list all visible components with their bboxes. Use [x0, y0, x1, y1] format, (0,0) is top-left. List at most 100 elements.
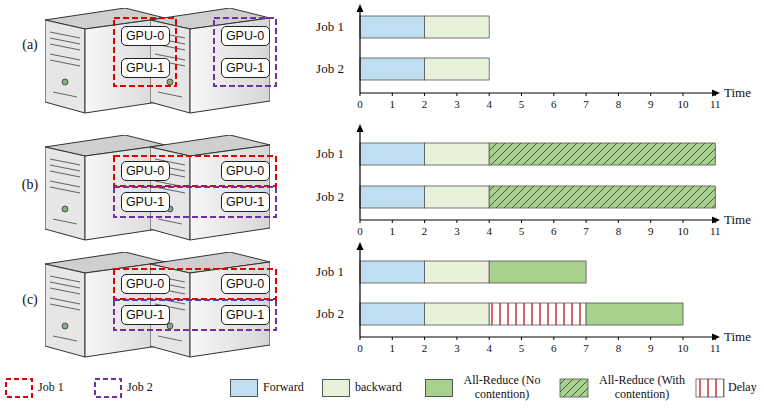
gantt-charts: [357, 4, 721, 341]
axis-tick: [683, 337, 684, 340]
job-label: Job 2: [316, 62, 344, 77]
x-axis: [360, 92, 714, 93]
legend-swatch: [425, 379, 453, 397]
tick-label: 1: [390, 98, 396, 111]
legend-text: Forward: [263, 381, 304, 395]
gpu-box: GPU-1: [121, 192, 170, 212]
job-label: Job 2: [316, 307, 344, 322]
gpu-label: GPU-1: [126, 195, 164, 209]
task-bar: [425, 261, 490, 283]
tick-label: 11: [710, 225, 721, 238]
axis-tick: [715, 220, 716, 223]
axis-tick: [715, 337, 716, 340]
y-axis: [359, 248, 360, 337]
tick-label: 4: [486, 225, 492, 238]
tick-label: 10: [678, 225, 689, 238]
task-bar: [425, 186, 490, 208]
tick-label: 3: [454, 225, 460, 238]
tick-label: 6: [551, 225, 557, 238]
gpu-label: GPU-1: [226, 308, 264, 322]
axis-tick: [360, 337, 361, 340]
panel-letter: (a): [22, 37, 38, 53]
axis-tick: [521, 337, 522, 340]
servers: [45, 8, 270, 357]
legend-text: All-Reduce (No contention): [459, 374, 545, 402]
axis-tick: [456, 220, 457, 223]
job2-group: [114, 300, 276, 330]
task-bar: [360, 186, 425, 208]
axis-tick: [683, 220, 684, 223]
legend-swatch: [322, 379, 350, 397]
axis-arrow: [357, 124, 364, 132]
gpu-label: GPU-1: [126, 308, 164, 322]
task-bar: [489, 186, 715, 208]
tick-label: 3: [454, 98, 460, 111]
legend-text: Delay: [728, 381, 757, 395]
task-bar: [360, 58, 425, 80]
gpu-box: GPU-0: [221, 161, 270, 181]
axis-tick: [360, 220, 361, 223]
axis-tick: [489, 337, 490, 340]
axis-tick: [392, 93, 393, 96]
axis-tick: [456, 93, 457, 96]
axis-tick: [650, 93, 651, 96]
job-label: Job 1: [316, 265, 344, 280]
tick-label: 8: [616, 98, 622, 111]
tick-label: 5: [519, 342, 525, 355]
tick-label: 3: [454, 342, 460, 355]
axis-title: Time: [724, 86, 751, 101]
job1-group: [114, 156, 276, 186]
axis-tick: [618, 220, 619, 223]
axis-tick: [683, 93, 684, 96]
tick-label: 2: [422, 225, 428, 238]
tick-label: 9: [648, 98, 654, 111]
task-bar: [586, 303, 683, 325]
job-groups: [114, 18, 276, 330]
tick-label: 6: [551, 342, 557, 355]
task-bar: [489, 261, 586, 283]
x-axis: [360, 219, 714, 220]
panel-letter: (b): [22, 177, 38, 193]
tick-label: 6: [551, 98, 557, 111]
gpu-label: GPU-0: [226, 164, 264, 178]
job1-group: [114, 269, 276, 299]
axis-arrow: [712, 90, 720, 97]
legend-swatch: [230, 379, 258, 397]
legend-text: backward: [355, 381, 402, 395]
tick-label: 11: [710, 342, 721, 355]
tick-label: 7: [583, 98, 589, 111]
job2-group: [214, 18, 276, 86]
job-label: Job 1: [316, 20, 344, 35]
task-bar: [425, 303, 490, 325]
tick-label: 7: [583, 342, 589, 355]
tick-label: 5: [519, 98, 525, 111]
legend-text: All-Reduce (With contention): [594, 374, 690, 402]
axis-tick: [392, 220, 393, 223]
gpu-box: GPU-0: [121, 274, 170, 294]
x-axis: [360, 336, 714, 337]
task-bar: [360, 16, 425, 38]
tick-label: 5: [519, 225, 525, 238]
gpu-label: GPU-0: [226, 29, 264, 43]
legend-text: Job 2: [127, 381, 153, 395]
tick-label: 1: [390, 225, 396, 238]
gpu-label: GPU-1: [226, 61, 264, 75]
gpu-label: GPU-0: [126, 29, 164, 43]
gantt-chart: [357, 4, 721, 97]
tick-label: 9: [648, 342, 654, 355]
gpu-box: GPU-1: [121, 58, 170, 78]
axis-tick: [392, 337, 393, 340]
tick-label: 1: [390, 342, 396, 355]
y-axis: [359, 10, 360, 93]
gpu-box: GPU-1: [121, 305, 170, 325]
tick-label: 8: [616, 342, 622, 355]
axis-tick: [553, 93, 554, 96]
gpu-label: GPU-1: [126, 61, 164, 75]
axis-tick: [650, 220, 651, 223]
gantt-chart: [357, 242, 721, 341]
gpu-box: GPU-0: [121, 161, 170, 181]
axis-tick: [586, 93, 587, 96]
tick-label: 7: [583, 225, 589, 238]
axis-tick: [424, 93, 425, 96]
